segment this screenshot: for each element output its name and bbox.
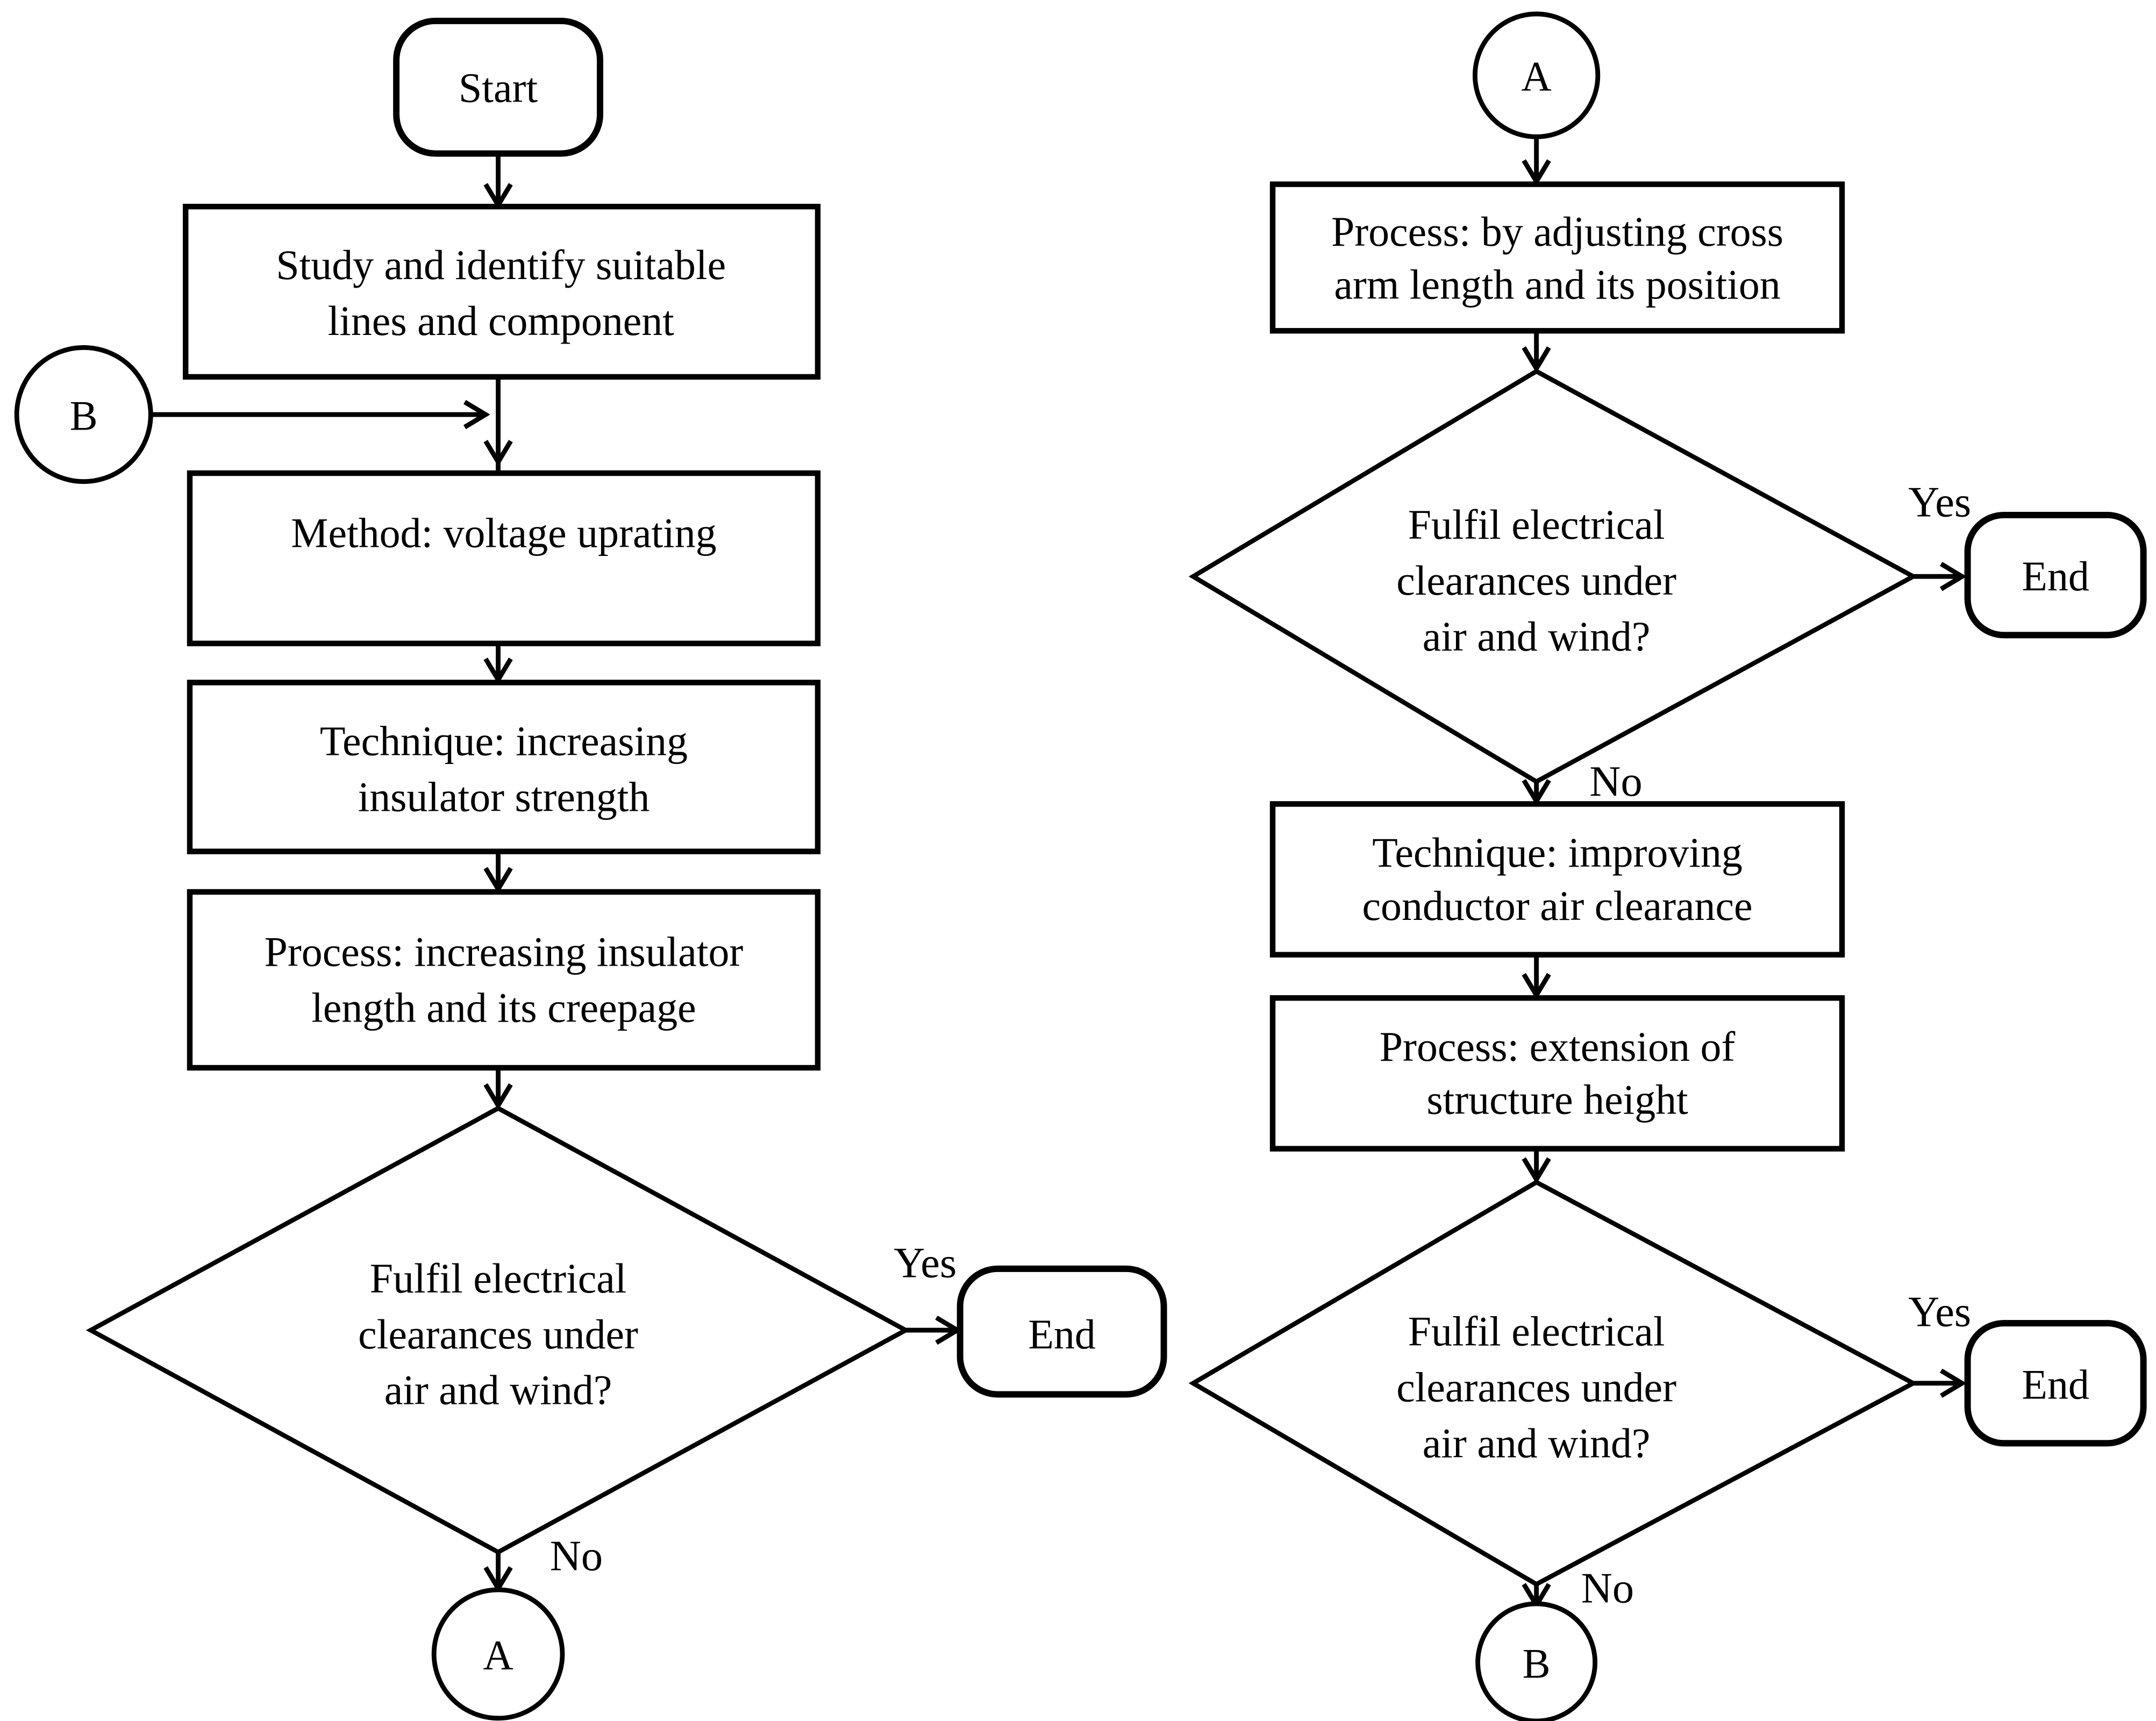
decision-right-top-line2: clearances under bbox=[1396, 558, 1676, 604]
structure-box-node: Process: extension of structure height bbox=[1269, 995, 1845, 1152]
start-node: Start bbox=[393, 17, 604, 157]
connector-b-left: B bbox=[14, 345, 153, 484]
decision-right-bottom-node: Fulfil electrical clearances under air a… bbox=[1188, 1179, 1918, 1587]
arrowhead-down-icon bbox=[483, 658, 513, 684]
end-right-bottom-label: End bbox=[2022, 1361, 2089, 1408]
end-right-bottom-shape bbox=[1964, 1320, 2147, 1447]
end-right-bottom-node: End bbox=[1964, 1320, 2147, 1447]
crossarm-box-line2: arm length and its position bbox=[1334, 262, 1780, 308]
arrowhead-right-icon bbox=[1940, 562, 1967, 591]
decision-left-line1: Fulfil electrical bbox=[370, 1255, 627, 1302]
study-box-shape bbox=[183, 204, 821, 380]
yes-label-right-top: Yes bbox=[1908, 479, 1971, 526]
connector-b-right-label: B bbox=[1523, 1641, 1551, 1687]
decision-left-line3: air and wind? bbox=[384, 1367, 612, 1413]
method-box-node: Method: voltage uprating bbox=[187, 470, 821, 646]
connector-a-right-label: A bbox=[1521, 54, 1551, 100]
process-box-line1: Process: increasing insulator bbox=[265, 929, 744, 975]
end-right-top-node: End bbox=[1964, 511, 2147, 639]
end-right-top-shape bbox=[1964, 511, 2147, 639]
conductor-box-shape bbox=[1269, 801, 1845, 958]
technique-box-line2: insulator strength bbox=[358, 774, 650, 820]
arrowhead-down-icon bbox=[1522, 346, 1551, 373]
arrowhead-right-icon bbox=[463, 399, 490, 430]
arrowhead-down-icon bbox=[1522, 1157, 1551, 1184]
decision-right-top-line1: Fulfil electrical bbox=[1408, 502, 1665, 548]
connector-a-left: A bbox=[431, 1587, 565, 1721]
structure-box-line1: Process: extension of bbox=[1380, 1024, 1736, 1070]
study-box-line2: lines and component bbox=[328, 298, 675, 344]
end-left-node: End bbox=[956, 1265, 1167, 1398]
decision-right-top-line3: air and wind? bbox=[1423, 613, 1651, 660]
arrowhead-right-icon bbox=[1940, 1368, 1967, 1398]
connector-a-left-label: A bbox=[483, 1632, 513, 1679]
crossarm-box-node: Process: by adjusting cross arm length a… bbox=[1269, 181, 1845, 334]
end-right-top-label: End bbox=[2022, 553, 2089, 599]
process-box-shape bbox=[187, 889, 821, 1071]
structure-box-line2: structure height bbox=[1426, 1077, 1688, 1123]
decision-left-node: Fulfil electrical clearances under air a… bbox=[85, 1105, 911, 1555]
technique-box-shape bbox=[187, 680, 821, 854]
study-box-node: Study and identify suitable lines and co… bbox=[183, 204, 821, 380]
conductor-box-line1: Technique: improving bbox=[1372, 830, 1743, 876]
connector-a-right: A bbox=[1472, 11, 1601, 139]
crossarm-box-line1: Process: by adjusting cross bbox=[1331, 209, 1783, 255]
method-box-line1: Method: voltage uprating bbox=[291, 510, 716, 556]
technique-box-line1: Technique: increasing bbox=[320, 718, 688, 764]
connector-b-left-shape bbox=[14, 345, 153, 484]
technique-box-node: Technique: increasing insulator strength bbox=[187, 680, 821, 854]
crossarm-box-shape bbox=[1269, 181, 1845, 334]
end-left-label: End bbox=[1028, 1311, 1095, 1358]
decision-right-bottom-line1: Fulfil electrical bbox=[1408, 1309, 1665, 1355]
method-box-shape bbox=[187, 470, 821, 646]
no-label-left: No bbox=[550, 1532, 603, 1580]
no-label-right-bottom: No bbox=[1581, 1564, 1634, 1612]
arrowhead-down-icon bbox=[483, 440, 513, 467]
connector-a-left-shape bbox=[431, 1587, 565, 1721]
study-box-line1: Study and identify suitable bbox=[276, 242, 726, 288]
decision-right-bottom-line2: clearances under bbox=[1396, 1364, 1676, 1410]
process-box-node: Process: increasing insulator length and… bbox=[187, 889, 821, 1071]
process-box-line2: length and its creepage bbox=[311, 984, 696, 1031]
decision-right-top-node: Fulfil electrical clearances under air a… bbox=[1188, 368, 1918, 784]
structure-box-shape bbox=[1269, 995, 1845, 1152]
arrowhead-down-icon bbox=[483, 1083, 513, 1110]
connector-b-right-shape bbox=[1475, 1601, 1598, 1721]
conductor-box-line2: conductor air clearance bbox=[1362, 883, 1752, 929]
start-label: Start bbox=[459, 65, 538, 111]
yes-label-right-bottom: Yes bbox=[1908, 1288, 1971, 1336]
end-left-shape bbox=[956, 1265, 1167, 1398]
connector-b-left-label: B bbox=[70, 393, 98, 439]
yes-label-left: Yes bbox=[894, 1239, 956, 1287]
no-label-right-top: No bbox=[1589, 758, 1642, 805]
decision-left-line2: clearances under bbox=[358, 1311, 638, 1358]
conductor-box-node: Technique: improving conductor air clear… bbox=[1269, 801, 1845, 958]
decision-right-bottom-line3: air and wind? bbox=[1423, 1420, 1651, 1466]
connector-b-right: B bbox=[1475, 1601, 1598, 1721]
